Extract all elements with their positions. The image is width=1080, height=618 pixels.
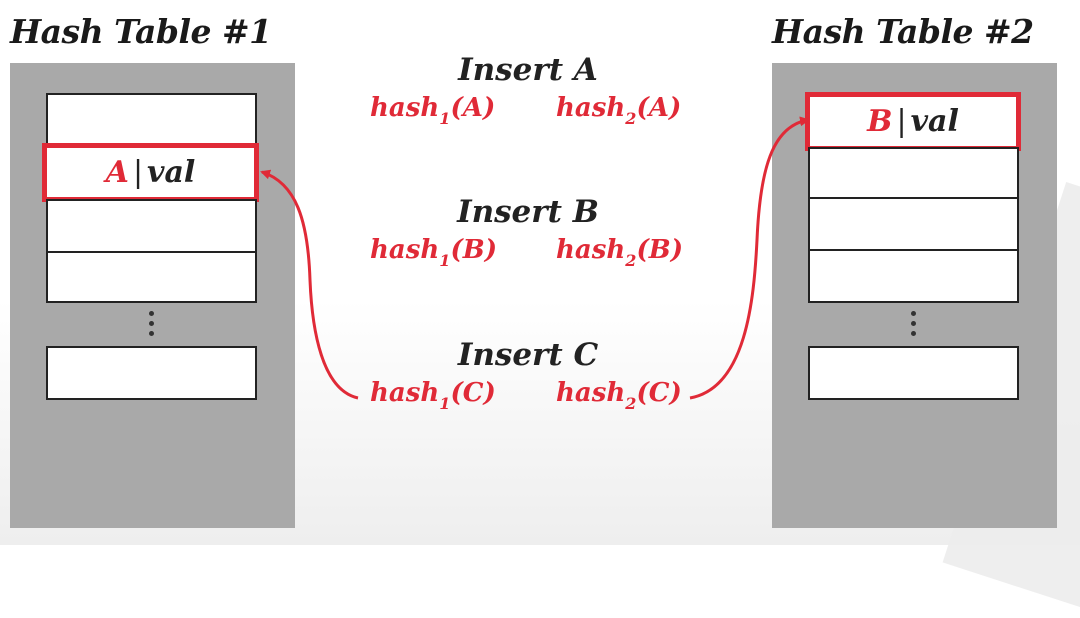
hash-fn-index: 1: [439, 109, 451, 129]
hash2-b: hash2(B): [556, 235, 684, 271]
hash-fn-index: 2: [625, 109, 637, 129]
vertical-ellipsis-icon: [910, 311, 916, 336]
hash-table-1: A|val: [10, 63, 295, 528]
table-2-slot: [808, 147, 1019, 199]
hash2-a: hash2(A): [556, 93, 682, 129]
hash-fn-index: 1: [439, 251, 451, 271]
hash1-a: hash1(A): [370, 93, 496, 129]
hash2-c: hash2(C): [556, 378, 682, 414]
hash-table-2: B|val: [772, 63, 1057, 528]
entry-key: A: [105, 155, 129, 190]
hash-fn-name: hash: [556, 93, 626, 123]
arrow-hash1-c-to-table-1: [260, 169, 359, 400]
entry-value: val: [910, 104, 959, 139]
table-1-slot-occupied: A|val: [42, 143, 259, 202]
hash-arg: C: [462, 378, 484, 408]
table-1-slot: [46, 251, 257, 303]
hash-arg: B: [648, 235, 671, 265]
hash-fn-name: hash: [370, 378, 440, 408]
hash1-c: hash1(C): [370, 378, 496, 414]
entry-value: val: [147, 155, 196, 190]
hash-fn-name: hash: [370, 235, 440, 265]
entry-key: B: [867, 104, 893, 139]
table-2-slot: [808, 249, 1019, 303]
hash-arg: A: [648, 93, 669, 123]
table-2-slot: [808, 346, 1019, 400]
vertical-ellipsis-icon: [148, 311, 154, 336]
arrow-hash2-c-to-table-2: [689, 116, 810, 400]
entry-separator: |: [896, 104, 907, 139]
entry-separator: |: [132, 155, 144, 190]
hash-fn-index: 2: [625, 394, 637, 414]
hash1-b: hash1(B): [370, 235, 498, 271]
hash-arg: B: [462, 235, 485, 265]
hash-arg: C: [648, 378, 670, 408]
insert-c-label: Insert C: [457, 337, 599, 373]
hash-fn-index: 1: [439, 394, 451, 414]
hash-arg: A: [462, 93, 483, 123]
hash-fn-index: 2: [625, 251, 637, 271]
hash-fn-name: hash: [370, 93, 440, 123]
collision-arrows: [260, 116, 810, 400]
insert-b-label: Insert B: [457, 194, 599, 230]
hash-fn-name: hash: [556, 235, 626, 265]
table-1-slot: [46, 346, 257, 400]
hash-fn-name: hash: [556, 378, 626, 408]
insert-a-label: Insert A: [458, 52, 598, 88]
hash-table-2-title: Hash Table #2: [772, 12, 1034, 51]
hash-table-1-title: Hash Table #1: [10, 12, 272, 51]
